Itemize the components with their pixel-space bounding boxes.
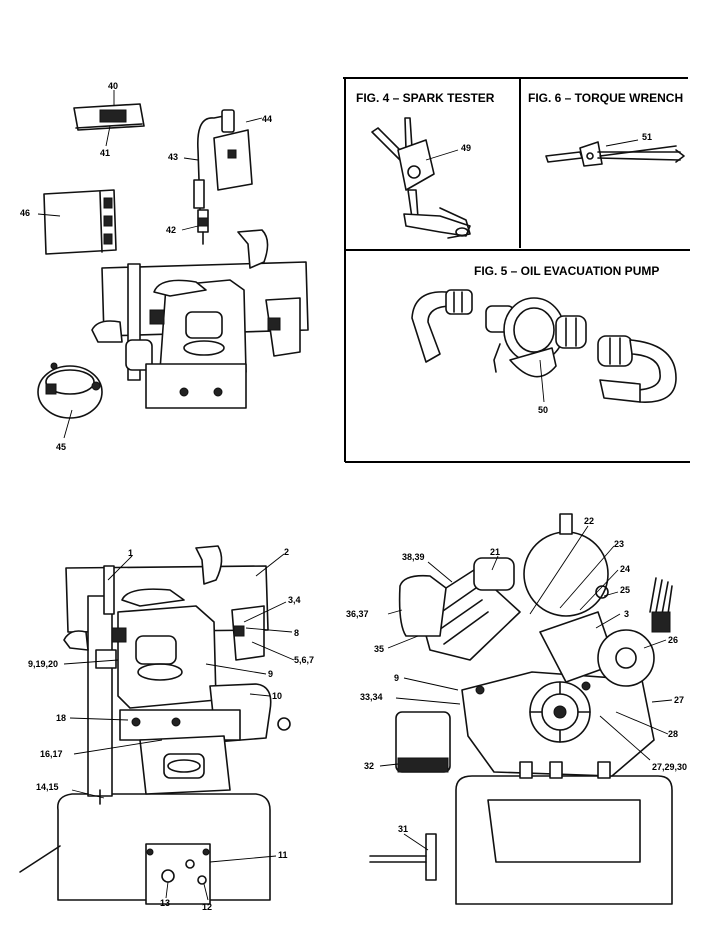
callout-45: 45 xyxy=(56,442,66,452)
callout-14-15: 14,15 xyxy=(36,782,59,792)
fig4-title: FIG. 4 – SPARK TESTER xyxy=(356,91,495,105)
figure-frame xyxy=(343,77,690,463)
callout-50: 50 xyxy=(538,405,548,415)
oil-evacuation-pump-drawing xyxy=(411,289,677,403)
callout-5-6-7: 5,6,7 xyxy=(294,655,314,665)
callout-16-17: 16,17 xyxy=(40,749,63,759)
callout-35: 35 xyxy=(374,644,384,654)
callout-31: 31 xyxy=(398,824,408,834)
callout-43: 43 xyxy=(168,152,178,162)
part-44-ignition-coil xyxy=(213,129,253,191)
engine-rear-view xyxy=(369,513,673,905)
callout-26: 26 xyxy=(668,635,678,645)
callout-33-34: 33,34 xyxy=(360,692,383,702)
callout-51: 51 xyxy=(642,132,652,142)
callout-3: 3 xyxy=(624,609,629,619)
callout-3-4: 3,4 xyxy=(288,595,301,605)
callout-36-37: 36,37 xyxy=(346,609,369,619)
callout-41: 41 xyxy=(100,148,110,158)
callout-10: 10 xyxy=(272,691,282,701)
part-43-ignition-lead xyxy=(193,109,235,211)
callout-13: 13 xyxy=(160,898,170,908)
callout-12: 12 xyxy=(202,902,212,912)
fig6-title: FIG. 6 – TORQUE WRENCH xyxy=(528,91,683,105)
callout-27: 27 xyxy=(674,695,684,705)
callout-21: 21 xyxy=(490,547,500,557)
torque-wrench-drawing xyxy=(545,141,685,167)
callout-49: 49 xyxy=(461,143,471,153)
callout-23: 23 xyxy=(614,539,624,549)
callout-40: 40 xyxy=(108,81,118,91)
callout-9-19-20: 9,19,20 xyxy=(28,659,58,669)
part-42-spark-plug xyxy=(197,209,209,245)
callout-28: 28 xyxy=(668,729,678,739)
callout-27-29-30: 27,29,30 xyxy=(652,762,687,772)
spark-tester-drawing xyxy=(371,117,471,239)
callout-44: 44 xyxy=(262,114,272,124)
callout-1: 1 xyxy=(128,548,133,558)
callout-22: 22 xyxy=(584,516,594,526)
callout-38-39: 38,39 xyxy=(402,552,425,562)
engine-top-view xyxy=(91,229,309,409)
callout-2: 2 xyxy=(284,547,289,557)
callout-24: 24 xyxy=(620,564,630,574)
callout-18: 18 xyxy=(56,713,66,723)
engine-front-view xyxy=(19,545,291,905)
callout-9-left: 9 xyxy=(394,673,399,683)
fig5-title: FIG. 5 – OIL EVACUATION PUMP xyxy=(474,264,659,278)
callout-8: 8 xyxy=(294,628,299,638)
part-40-filter-box xyxy=(73,103,145,131)
part-46-air-filter xyxy=(43,189,117,255)
callout-9-right: 9 xyxy=(268,669,273,679)
callout-46: 46 xyxy=(20,208,30,218)
callout-11: 11 xyxy=(278,850,288,860)
callout-25: 25 xyxy=(620,585,630,595)
callout-42: 42 xyxy=(166,225,176,235)
callout-32: 32 xyxy=(364,761,374,771)
part-45-cover-cap xyxy=(37,362,103,419)
